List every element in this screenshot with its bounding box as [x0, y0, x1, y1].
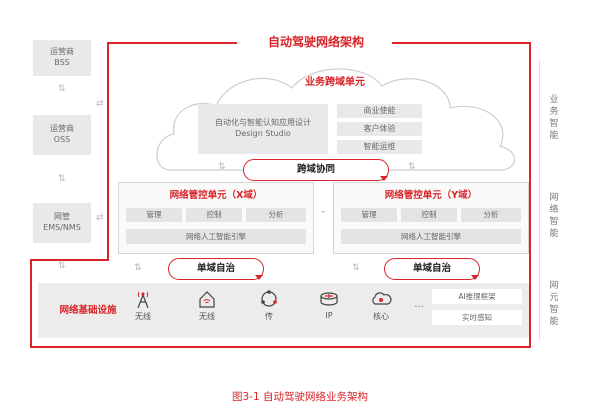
cross-domain-pill: 跨域协同: [243, 159, 389, 181]
updown-arrow-cloud-left: ⇅: [218, 162, 226, 172]
core-cloud-icon: [372, 292, 392, 305]
control-x-cell-analyze: 分析: [246, 208, 306, 222]
cloud-main-line2: Design Studio: [235, 129, 291, 138]
right-label-business-c1: 业: [549, 95, 559, 105]
single-domain-label-x: 单域自治: [196, 263, 235, 274]
infra-item-wireless-1: 无线: [128, 289, 158, 322]
outer-frame-mid-left: [30, 259, 109, 261]
leftright-arrow-2: ⇄: [96, 213, 104, 223]
cross-domain-arrowhead: [380, 176, 388, 181]
control-x-cell-control: 控制: [186, 208, 242, 222]
right-label-network: 网 络 智 能: [548, 192, 560, 240]
left-box-bss-line2: BSS: [54, 58, 70, 67]
left-box-oss-line1: 运营商: [50, 124, 74, 133]
home-router-icon: [199, 291, 215, 308]
single-domain-arrowhead-y: [471, 275, 479, 280]
left-box-ems: 网管 EMS/NMS: [33, 203, 91, 243]
right-label-network-c1: 网: [549, 193, 559, 203]
infra-label: 网络基础设施: [59, 305, 117, 316]
updown-arrow-2: ⇅: [58, 174, 66, 184]
left-box-ems-line2: EMS/NMS: [43, 223, 81, 232]
right-label-element: 网 元 智 能: [548, 280, 560, 328]
right-label-element-c2: 元: [549, 293, 559, 303]
single-domain-pill-y: 单域自治: [384, 258, 480, 280]
right-divider: [539, 60, 540, 340]
updown-arrow-1: ⇅: [58, 84, 66, 94]
right-label-business: 业 务 智 能: [548, 94, 560, 142]
cloud-main-box: 自动化与智能认知应用设计 Design Studio: [198, 104, 328, 154]
ip-router-icon: [320, 292, 338, 306]
updown-arrow-cloud-right: ⇅: [408, 162, 416, 172]
infra-right-box-2: 实时感知: [432, 310, 522, 325]
infra-item-transport: 传: [254, 289, 284, 322]
infra-right-box-1: AI推理框架: [432, 289, 522, 304]
right-label-element-c4: 能: [549, 317, 559, 327]
control-y-cell-analyze: 分析: [461, 208, 521, 222]
infra-dots: ···: [414, 302, 424, 313]
updown-arrow-y-down: ⇅: [352, 263, 360, 273]
outer-frame-top-left: [107, 42, 237, 44]
outer-frame-right: [529, 42, 531, 348]
updown-arrow-3: ⇅: [58, 261, 66, 271]
left-box-bss-line1: 运营商: [50, 47, 74, 56]
left-box-oss-line2: OSS: [53, 135, 71, 144]
right-label-element-c1: 网: [549, 281, 559, 291]
infra-item-ip: IP: [314, 289, 344, 320]
control-units-separator: –: [320, 207, 326, 217]
control-y-engine: 网络人工智能引擎: [341, 229, 521, 244]
cloud-side-box-3: 智能运维: [337, 140, 422, 154]
control-x-engine: 网络人工智能引擎: [126, 229, 306, 244]
infra-item-wireless-1-label: 无线: [135, 312, 151, 321]
infra-item-core: 核心: [364, 289, 398, 322]
control-y-cell-control: 控制: [401, 208, 457, 222]
left-box-bss: 运营商 BSS: [33, 40, 91, 76]
control-unit-x-title: 网络管控单元（X域）: [169, 190, 263, 201]
cloud-side-box-2: 客户体验: [337, 122, 422, 136]
outer-frame-left-upper: [107, 42, 109, 260]
right-label-element-c3: 智: [549, 305, 559, 315]
infra-item-transport-label: 传: [265, 312, 273, 321]
right-label-network-c4: 能: [549, 229, 559, 239]
radio-tower-icon: [137, 291, 149, 309]
figure-caption: 图3-1 自动驾驶网络业务架构: [232, 391, 368, 403]
control-y-cell-manage: 管理: [341, 208, 397, 222]
diagram-title: 自动驾驶网络架构: [240, 33, 392, 51]
control-unit-y-title: 网络管控单元（Y域）: [384, 190, 478, 201]
left-box-oss: 运营商 OSS: [33, 115, 91, 155]
transport-ring-icon: [261, 290, 277, 307]
right-label-business-c3: 智: [549, 119, 559, 129]
right-label-network-c3: 智: [549, 217, 559, 227]
leftright-arrow-1: ⇄: [96, 99, 104, 109]
single-domain-arrowhead-x: [255, 275, 263, 280]
outer-frame-left-lower: [30, 259, 32, 347]
left-box-ems-line1: 网管: [54, 212, 70, 221]
cross-domain-label: 跨域协同: [296, 164, 335, 175]
infra-item-wireless-2-label: 无线: [199, 312, 215, 321]
single-domain-label-y: 单域自治: [412, 263, 451, 274]
single-domain-pill-x: 单域自治: [168, 258, 264, 280]
updown-arrow-x-down: ⇅: [134, 263, 142, 273]
outer-frame-top-right: [392, 42, 530, 44]
control-x-cell-manage: 管理: [126, 208, 182, 222]
right-label-business-c2: 务: [549, 107, 559, 117]
right-label-business-c4: 能: [549, 131, 559, 141]
outer-frame-bottom: [30, 346, 530, 348]
infra-item-ip-label: IP: [325, 311, 333, 320]
right-label-network-c2: 络: [549, 205, 559, 215]
cloud-title: 业务跨域单元: [305, 77, 365, 88]
infra-item-wireless-2: 无线: [192, 289, 222, 322]
infra-item-core-label: 核心: [373, 312, 389, 321]
cloud-side-box-1: 商业使能: [337, 104, 422, 118]
cloud-main-line1: 自动化与智能认知应用设计: [215, 118, 311, 127]
